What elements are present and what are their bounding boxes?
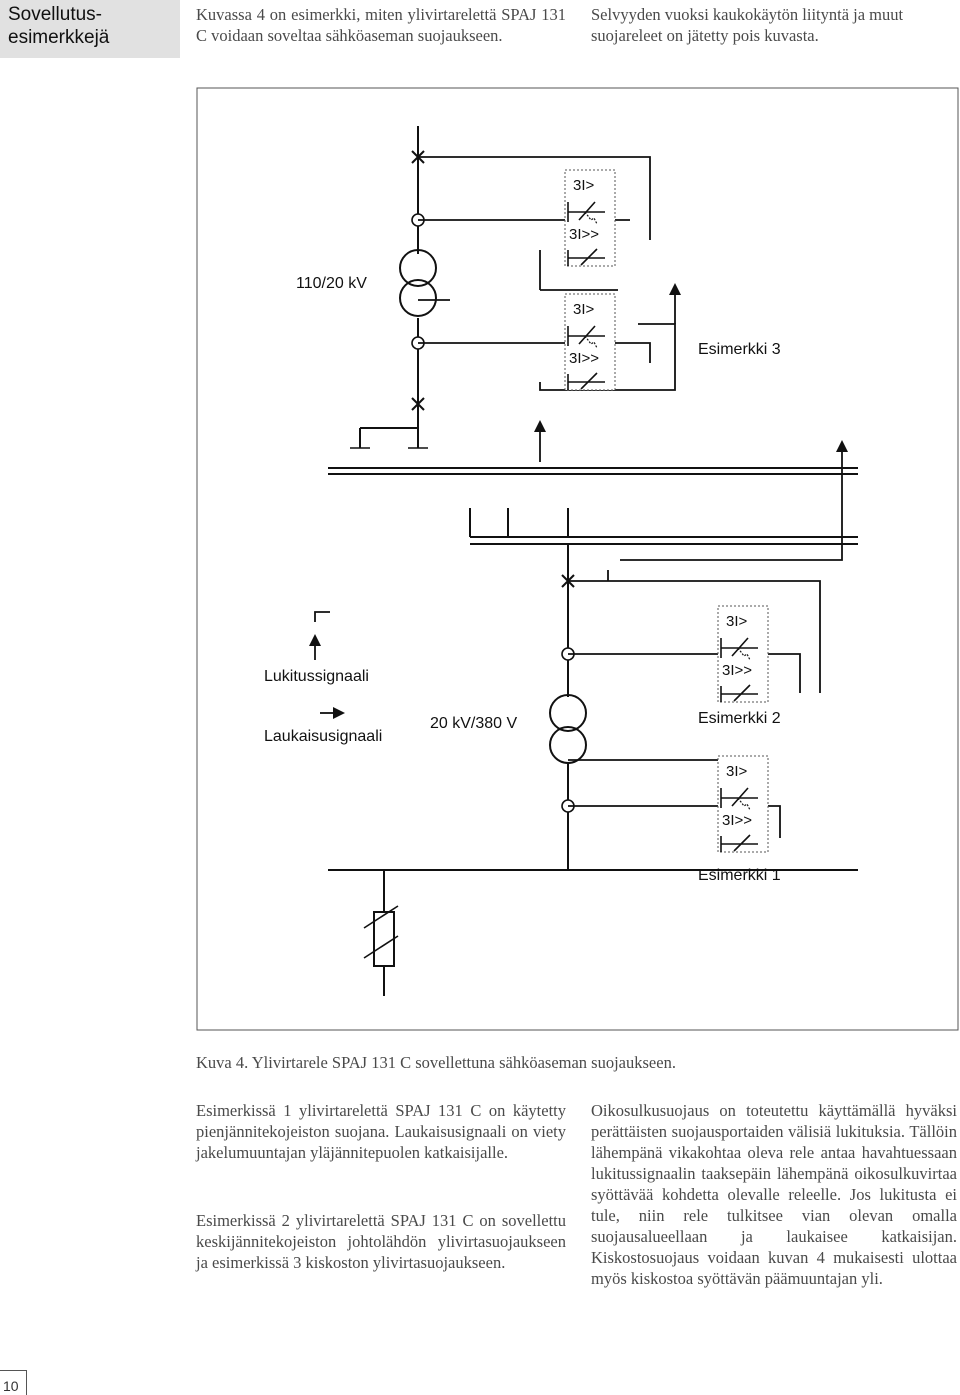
paragraph-example-2-3: Esimerkissä 2 ylivirtarelettä SPAJ 131 C… [196, 1211, 566, 1272]
section-title: Sovellutus- esimerkkejä [8, 3, 178, 49]
section-title-line-2: esimerkkejä [8, 27, 110, 48]
trip-signal-label: Laukaisusignaali [264, 728, 382, 745]
disconnector-marks [350, 447, 578, 538]
diagram-frame [196, 87, 959, 1031]
substation-diagram: 3I> 3I>> [196, 87, 959, 1031]
transformer-hv-label: 110/20 kV [296, 275, 367, 292]
example-3-label: Esimerkki 3 [698, 341, 781, 358]
example-2-label: Esimerkki 2 [698, 710, 781, 727]
relay-example-2 [717, 605, 769, 703]
blocking-signal-label: Lukitussignaali [264, 668, 369, 685]
section-title-line-1: Sovellutus- [8, 4, 102, 25]
page-number-box: 10 [0, 1370, 27, 1395]
example-1-label: Esimerkki 1 [698, 867, 781, 884]
signal-arrow [309, 283, 848, 719]
signal-wiring [314, 156, 843, 838]
intro-right-text: Selvyyden vuoksi kaukokäytön liityntä ja… [591, 5, 904, 45]
relay-example-3-upper [564, 169, 616, 267]
circuit-breaker-cross [411, 150, 575, 588]
relay-example-1 [717, 755, 769, 853]
fuse-symbol [363, 905, 399, 967]
paragraph-short-circuit: Oikosulkusuojaus on toteutettu käyttämäl… [591, 1101, 957, 1288]
figure-caption: Kuva 4. Ylivirtarele SPAJ 131 C sovellet… [196, 1053, 676, 1072]
main-feeder [328, 126, 858, 996]
intro-left-text: Kuvassa 4 on esimerkki, miten ylivirtare… [196, 5, 566, 45]
page-number: 10 [3, 1378, 19, 1394]
transformer-symbol [399, 249, 587, 764]
transformer-lv-label: 20 kV/380 V [430, 715, 518, 732]
relay-example-3-lower [564, 293, 616, 391]
section-tab: Sovellutus- esimerkkejä [0, 0, 180, 58]
paragraph-example-1: Esimerkissä 1 ylivirtarelettä SPAJ 131 C… [196, 1101, 566, 1162]
